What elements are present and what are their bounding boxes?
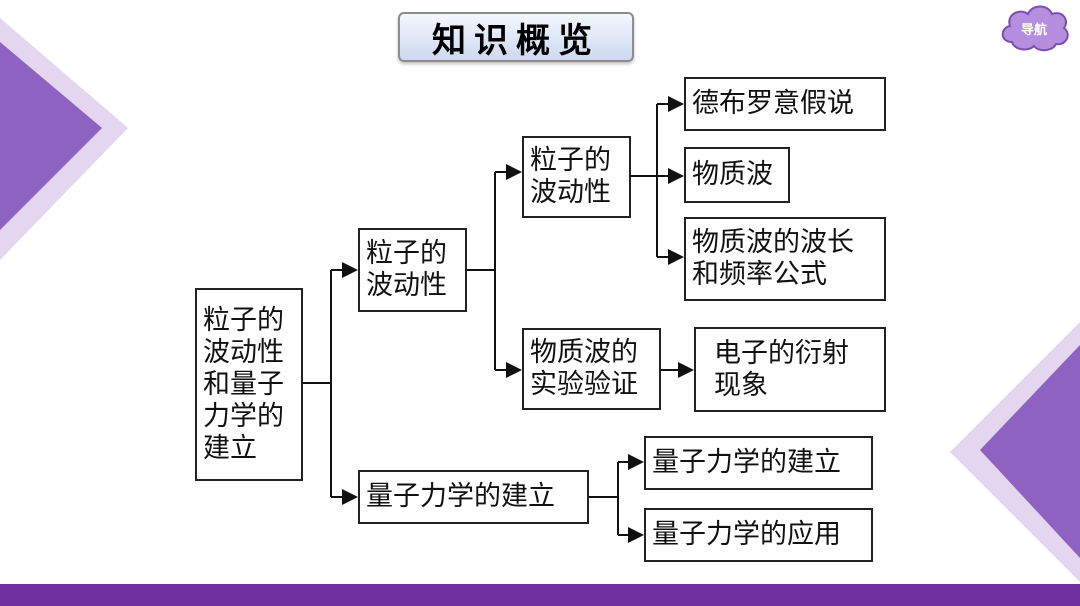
node-electron-diffraction: 电子的衍射现象 (694, 327, 886, 412)
node-qm-application: 量子力学的应用 (644, 508, 873, 562)
cloud-icon (1001, 5, 1069, 52)
page-title: 知识概览 (398, 12, 634, 62)
node-debroglie-hypothesis: 德布罗意假说 (684, 77, 886, 131)
nav-button[interactable]: 导航 (998, 2, 1070, 54)
node-wavelength-formula: 物质波的波长和频率公式 (684, 217, 886, 301)
node-qm-build: 量子力学的建立 (644, 436, 873, 490)
node-experimental-verification: 物质波的实验验证 (522, 328, 661, 410)
node-root: 粒子的波动性和量子力学的建立 (195, 288, 303, 481)
nav-label: 导航 (1020, 22, 1047, 38)
node-particle-wave: 粒子的波动性 (358, 228, 467, 312)
bottom-bar (0, 584, 1080, 606)
node-matter-wave: 物质波 (684, 147, 790, 203)
node-particle-wave-sub: 粒子的波动性 (522, 136, 631, 218)
node-qm-establishment: 量子力学的建立 (358, 470, 589, 524)
